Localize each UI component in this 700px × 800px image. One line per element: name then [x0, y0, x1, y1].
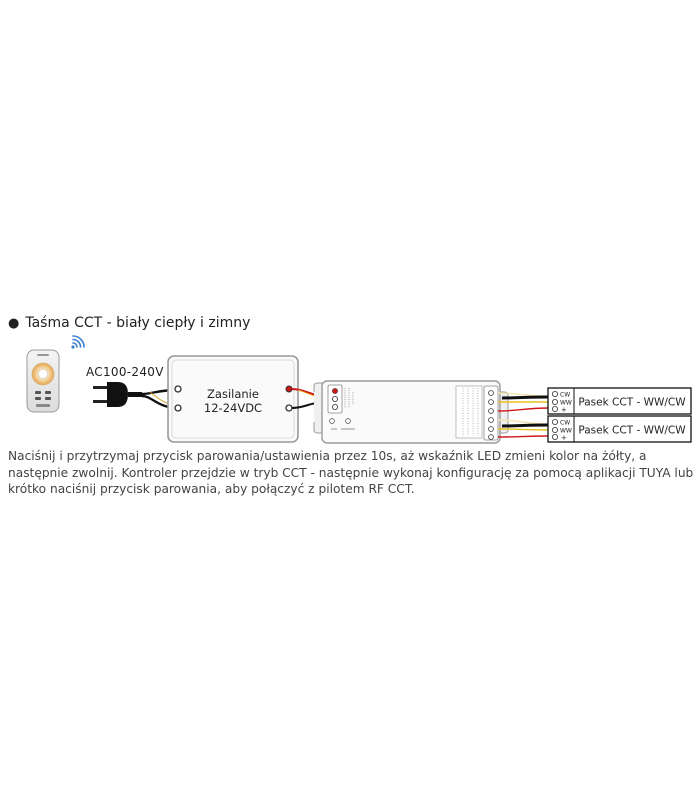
wireless-signal-icon — [71, 335, 85, 349]
led-strip-1 — [547, 387, 692, 415]
output-wires-strip-2 — [497, 419, 551, 438]
led-strip-2 — [547, 415, 692, 443]
cct-controller — [313, 380, 509, 444]
strip-1-label: Pasek CCT - WW/CW — [578, 397, 686, 409]
power-supply-unit — [167, 355, 299, 443]
strip-2-terminal-plus: + — [561, 434, 567, 442]
wiring-diagram: AC100-240V Zasilanie 12-24VDC — [26, 335, 692, 444]
ac-plug-icon — [93, 382, 142, 407]
strip-1-terminal-plus: + — [561, 406, 567, 414]
strip-2-terminal-cw: CW — [560, 420, 570, 427]
bullet-icon: ● — [8, 316, 20, 331]
strip-1-terminal-ww: WW — [560, 400, 572, 407]
power-input-label: AC100-240V — [86, 365, 164, 379]
strip-2-label: Pasek CCT - WW/CW — [578, 425, 686, 437]
output-wires-strip-1 — [497, 392, 551, 412]
instructions-text: Naciśnij i przytrzymaj przycisk parowani… — [8, 449, 694, 496]
title-text: Taśma CCT - biały ciepły i zimny — [25, 315, 251, 331]
power-supply-line1: Zasilanie — [207, 387, 259, 401]
page-title: ● Taśma CCT - biały ciepły i zimny — [8, 315, 250, 331]
power-supply-line2: 12-24VDC — [204, 401, 262, 415]
strip-1-terminal-cw: CW — [560, 392, 570, 399]
rf-remote-icon — [26, 349, 60, 413]
strip-2-terminal-ww: WW — [560, 428, 572, 435]
